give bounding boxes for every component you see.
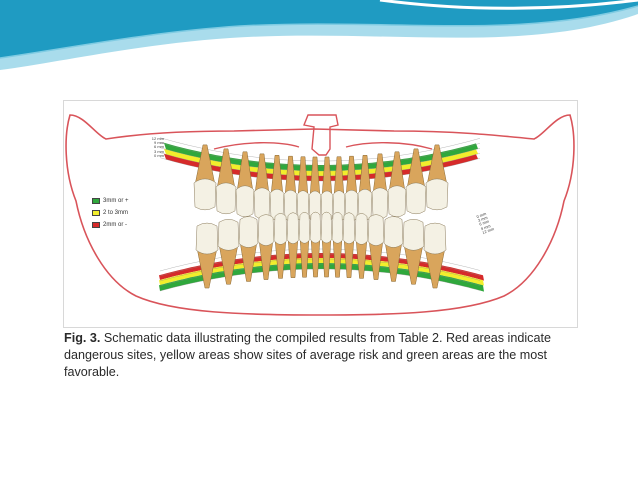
tooth-crown bbox=[402, 219, 425, 251]
legend-item-green: 3mm or + bbox=[92, 195, 152, 206]
upper-tooth bbox=[387, 151, 407, 218]
upper-mm-scale: 12 mm 9 mm 6 mm 3 mm 0 mm bbox=[142, 136, 164, 158]
tooth-crown bbox=[331, 211, 344, 244]
upper-tooth bbox=[344, 155, 359, 222]
lower-tooth bbox=[273, 213, 288, 279]
lower-reference-line bbox=[159, 258, 481, 282]
dental-diagram-figure: 12 mm 9 mm 6 mm 3 mm 0 mm 0 mm 3 mm 6 mm… bbox=[63, 100, 578, 328]
upper-scale-label: 3 mm bbox=[154, 148, 164, 154]
lower-tooth bbox=[354, 213, 369, 279]
upper-tooth bbox=[269, 155, 285, 221]
upper-scale-label: 6 mm bbox=[154, 144, 164, 150]
upper-reference-line bbox=[159, 142, 481, 167]
caption-text: Schematic data illustrating the compiled… bbox=[64, 331, 551, 379]
lower-reference-line bbox=[159, 263, 481, 287]
lower-tooth bbox=[320, 211, 333, 278]
tooth-crown bbox=[342, 212, 356, 244]
figure-label: Fig. 3. bbox=[64, 331, 101, 345]
lower-tooth bbox=[331, 211, 344, 278]
tooth-crown bbox=[371, 187, 389, 220]
tooth-crown bbox=[273, 213, 288, 245]
legend-item-yellow: 2 to 3mm bbox=[92, 207, 152, 218]
tooth-crown bbox=[405, 182, 427, 215]
upper-tooth bbox=[253, 153, 271, 220]
lower-tooth bbox=[238, 216, 259, 282]
right-zygomatic-outline bbox=[345, 142, 433, 150]
tooth-crown bbox=[298, 211, 311, 244]
dental-schematic bbox=[65, 114, 575, 316]
lower-reference-line bbox=[159, 268, 481, 292]
upper-tooth bbox=[193, 144, 217, 211]
upper-tooth bbox=[425, 144, 449, 211]
tooth-crown bbox=[193, 178, 217, 211]
legend-swatch-green bbox=[92, 197, 100, 204]
lower-tooth bbox=[217, 219, 240, 285]
legend-label: 2 to 3mm bbox=[103, 209, 129, 216]
tooth-crown bbox=[253, 187, 271, 220]
tooth-crown bbox=[367, 214, 385, 246]
tooth-crown bbox=[383, 216, 404, 248]
tooth-crown bbox=[238, 216, 259, 248]
slide-header-swoosh bbox=[0, 0, 638, 70]
lower-tooth bbox=[423, 222, 447, 289]
upper-tooth bbox=[405, 148, 427, 215]
risk-legend: 3mm or + 2 to 3mm 2mm or - bbox=[92, 195, 152, 231]
upper-scale-label: 12 mm bbox=[151, 136, 164, 141]
tooth-crown bbox=[423, 222, 447, 255]
tooth-crown bbox=[217, 219, 240, 251]
legend-label: 3mm or + bbox=[103, 197, 129, 204]
tooth-crown bbox=[286, 212, 300, 244]
lower-red-band bbox=[159, 253, 484, 281]
nasal-notch-outline bbox=[303, 114, 339, 156]
tooth-crown bbox=[309, 211, 322, 244]
upper-tooth bbox=[235, 151, 255, 218]
lower-tooth bbox=[402, 219, 425, 285]
lower-tooth bbox=[257, 214, 275, 280]
teeth-group bbox=[193, 144, 449, 289]
jaw-outline bbox=[65, 114, 575, 316]
tooth-crown bbox=[320, 211, 333, 244]
upper-reference-line bbox=[159, 137, 481, 162]
figure-caption: Fig. 3. Schematic data illustrating the … bbox=[64, 330, 584, 381]
legend-swatch-red bbox=[92, 221, 100, 228]
upper-tooth bbox=[357, 155, 373, 221]
lower-yellow-band bbox=[159, 258, 484, 286]
upper-tooth bbox=[296, 156, 310, 222]
tooth-crown bbox=[354, 213, 369, 245]
upper-tooth bbox=[215, 148, 237, 215]
header-band-dark bbox=[0, 0, 638, 58]
legend-item-red: 2mm or - bbox=[92, 219, 152, 230]
legend-swatch-yellow bbox=[92, 209, 100, 216]
header-band-white-line bbox=[379, 0, 638, 10]
tooth-crown bbox=[425, 178, 449, 211]
lower-tooth bbox=[367, 214, 385, 280]
header-band-accent bbox=[0, 5, 638, 59]
upper-scale-label: 0 mm bbox=[154, 152, 164, 158]
upper-reference-line bbox=[159, 157, 481, 182]
tooth-crown bbox=[215, 182, 237, 215]
lower-tooth bbox=[286, 212, 300, 278]
lower-tooth bbox=[342, 212, 356, 278]
tooth-crown bbox=[257, 214, 275, 246]
lower-tooth bbox=[383, 216, 404, 282]
left-zygomatic-outline bbox=[213, 142, 300, 150]
lower-green-band bbox=[159, 263, 484, 292]
legend-label: 2mm or - bbox=[103, 221, 127, 228]
lower-tooth bbox=[298, 211, 311, 278]
tooth-crown bbox=[235, 185, 255, 218]
lower-tooth bbox=[309, 211, 322, 278]
upper-scale-label: 9 mm bbox=[154, 140, 164, 146]
upper-reference-line bbox=[159, 152, 481, 177]
tooth-crown bbox=[387, 185, 407, 218]
tooth-crown bbox=[195, 222, 219, 255]
lower-tooth bbox=[195, 222, 219, 289]
upper-reference-line bbox=[159, 147, 481, 172]
